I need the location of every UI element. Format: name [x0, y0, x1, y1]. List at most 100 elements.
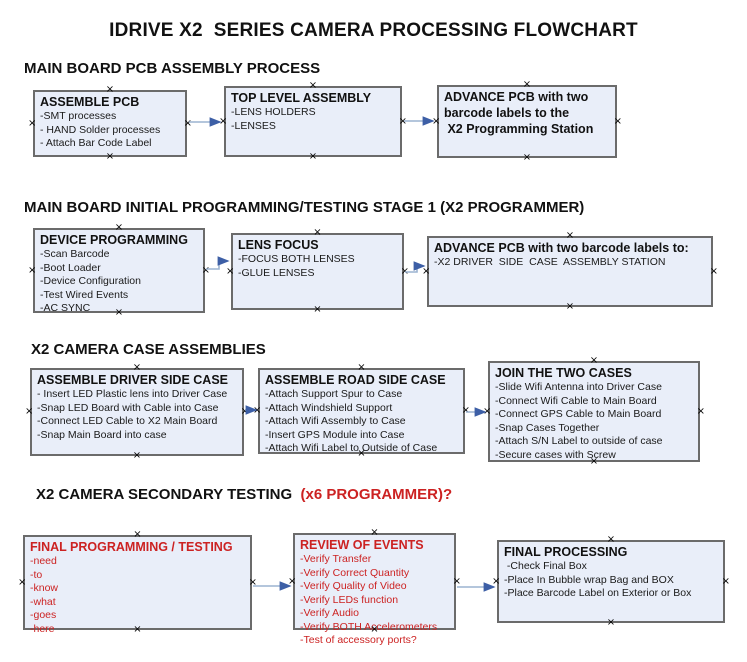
connection-point-marker: × — [522, 152, 532, 163]
node-title: ASSEMBLE DRIVER SIDE CASE — [37, 373, 229, 387]
connection-point-marker: × — [28, 264, 37, 276]
connection-point-marker: × — [18, 576, 27, 588]
box-line: - HAND Solder processes — [40, 123, 161, 136]
node-items: -Scan Barcode-Boot Loader-Device Configu… — [40, 248, 199, 316]
node-title: TOP LEVEL ASSEMBLY — [231, 91, 372, 105]
connection-point-marker: × — [219, 115, 228, 127]
box-line: - Attach Bar Code Label — [40, 137, 152, 149]
node-title: JOIN THE TWO CASES — [495, 366, 632, 380]
section-header-black-part: X2 CAMERA SECONDARY TESTING — [36, 486, 301, 503]
box-line: -LENS HOLDERS — [231, 106, 316, 118]
box-line: -Attach Wifi Assembly to Case — [265, 415, 406, 427]
node-assemble-pcb[interactable]: ASSEMBLE PCB -SMT processes- HAND Solder… — [28, 85, 192, 162]
box-line: -Test Wired Events — [40, 288, 129, 301]
connection-point-marker: × — [709, 265, 718, 277]
connection-point-marker: × — [398, 115, 407, 127]
node-items: -FOCUS BOTH LENSES-GLUE LENSES — [238, 253, 398, 280]
connection-point-marker: × — [105, 151, 115, 162]
connection-point-marker: × — [313, 304, 322, 315]
node-final-processing[interactable]: FINAL PROCESSING -Check Final Box-Place … — [492, 535, 730, 628]
node-title: REVIEW OF EVENTS — [300, 538, 424, 552]
box-line: -Check Final Box — [504, 560, 587, 572]
box-line: -Verify Quality of Video — [300, 580, 407, 592]
node-items: -Check Final Box-Place In Bubble wrap Ba… — [504, 560, 719, 601]
node-assemble-driver-side-case[interactable]: ASSEMBLE DRIVER SIDE CASE - Insert LED P… — [25, 363, 249, 461]
connector-arrow[interactable] — [206, 256, 230, 270]
box-line: -need — [30, 555, 57, 567]
section-header-pcb-assembly: MAIN BOARD PCB ASSEMBLY PROCESS — [24, 60, 321, 77]
node-title: FINAL PROGRAMMING / TESTING — [30, 540, 233, 554]
section-header-red-part: (x6 PROGRAMMER)? — [300, 486, 453, 503]
node-title: ASSEMBLE ROAD SIDE CASE — [265, 373, 446, 387]
section-header-case-assemblies: X2 CAMERA CASE ASSEMBLIES — [31, 341, 266, 358]
connection-point-marker: × — [432, 115, 441, 127]
connection-point-marker: × — [248, 576, 257, 588]
box-line: -Attach S/N Label to outside of case — [495, 435, 663, 447]
box-line: -Connect GPS Cable to Main Board — [495, 408, 662, 420]
connection-point-marker: × — [565, 301, 575, 312]
connection-point-marker: × — [226, 265, 235, 277]
connection-point-marker: × — [201, 264, 210, 276]
connection-point-marker: × — [613, 115, 622, 127]
connection-point-marker: × — [253, 405, 262, 416]
node-items: -SMT processes- HAND Solder processes- A… — [40, 110, 181, 151]
connection-point-marker: × — [28, 117, 37, 129]
box-line: -Place Barcode Label on Exterior or Box — [504, 587, 692, 599]
node-items: -Attach Support Spur to Case-Attach Wind… — [265, 388, 459, 456]
box-line: -Slide Wifi Antenna into Driver Case — [495, 381, 662, 393]
box-line: -Place In Bubble wrap Bag and BOX — [504, 573, 674, 586]
node-final-programming-testing[interactable]: FINAL PROGRAMMING / TESTING -need-to-kno… — [18, 530, 257, 635]
connection-point-marker: × — [25, 406, 34, 417]
node-items: -Slide Wifi Antenna into Driver Case-Con… — [495, 381, 694, 462]
node-advance-pcb-driver-side-station[interactable]: ADVANCE PCB with two barcode labels to: … — [422, 231, 718, 312]
box-line: -Connect Wifi Cable to Main Board — [495, 394, 657, 407]
node-title: DEVICE PROGRAMMING — [40, 233, 188, 247]
box-line: -Verify Audio — [300, 607, 359, 619]
box-line: -AC SYNC — [40, 302, 91, 314]
box-line: X2 Programming Station — [444, 122, 594, 136]
node-lens-focus[interactable]: LENS FOCUS -FOCUS BOTH LENSES-GLUE LENSE… — [226, 228, 409, 315]
box-line: -X2 DRIVER SIDE CASE ASSEMBLY STATION — [434, 256, 666, 268]
node-items: -LENS HOLDERS-LENSES — [231, 106, 396, 133]
node-title: ADVANCE PCB with two barcode labels to: — [434, 241, 689, 255]
box-line: -Verify Correct Quantity — [300, 566, 410, 579]
box-line: -Attach Wifi Label to Outside of Case — [265, 442, 438, 454]
node-title: FINAL PROCESSING — [504, 545, 628, 559]
connection-point-marker: × — [183, 117, 192, 129]
box-line: -here — [30, 622, 55, 635]
connection-point-marker: × — [721, 575, 730, 587]
section-header-initial-programming: MAIN BOARD INITIAL PROGRAMMING/TESTING S… — [24, 199, 585, 216]
node-join-the-two-cases[interactable]: JOIN THE TWO CASES -Slide Wifi Antenna i… — [483, 356, 705, 467]
box-line: -know — [30, 582, 59, 594]
connection-point-marker: × — [452, 575, 461, 587]
node-top-level-assembly[interactable]: TOP LEVEL ASSEMBLY -LENS HOLDERS-LENSES … — [219, 81, 407, 162]
box-line: -Verify LEDs function — [300, 593, 399, 606]
connection-point-marker: × — [288, 575, 297, 587]
box-line: -Verify Transfer — [300, 553, 372, 565]
connection-point-marker: × — [240, 406, 249, 417]
box-line: -Boot Loader — [40, 261, 101, 274]
box-line: -LENSES — [231, 119, 276, 132]
connection-point-marker: × — [492, 575, 501, 587]
box-line: -Test of accessory ports? — [300, 634, 417, 646]
connection-point-marker: × — [483, 405, 492, 417]
node-review-of-events[interactable]: REVIEW OF EVENTS -Verify Transfer-Verify… — [288, 528, 461, 647]
box-line: -Scan Barcode — [40, 248, 110, 260]
box-line: -Verify BOTH Accelerometers — [300, 620, 438, 633]
box-line: -Insert GPS Module into Case — [265, 428, 405, 441]
box-line: -Snap LED Board with Cable into Case — [37, 401, 219, 414]
box-line: barcode labels to the — [444, 106, 570, 120]
box-line: -Snap Cases Together — [495, 421, 600, 434]
box-line: -Device Configuration — [40, 275, 141, 287]
node-title: ASSEMBLE PCB — [40, 95, 140, 109]
page-title: IDRIVE X2 SERIES CAMERA PROCESSING FLOWC… — [109, 20, 638, 41]
box-line: -Snap Main Board into case — [37, 428, 167, 441]
node-device-programming[interactable]: DEVICE PROGRAMMING -Scan Barcode-Boot Lo… — [28, 223, 210, 318]
connector-arrow[interactable] — [405, 261, 426, 273]
node-items: -Verify Transfer-Verify Correct Quantity… — [300, 553, 450, 648]
node-assemble-road-side-case[interactable]: ASSEMBLE ROAD SIDE CASE -Attach Support … — [253, 363, 470, 459]
box-line: -GLUE LENSES — [238, 266, 315, 279]
box-line: -FOCUS BOTH LENSES — [238, 253, 355, 265]
